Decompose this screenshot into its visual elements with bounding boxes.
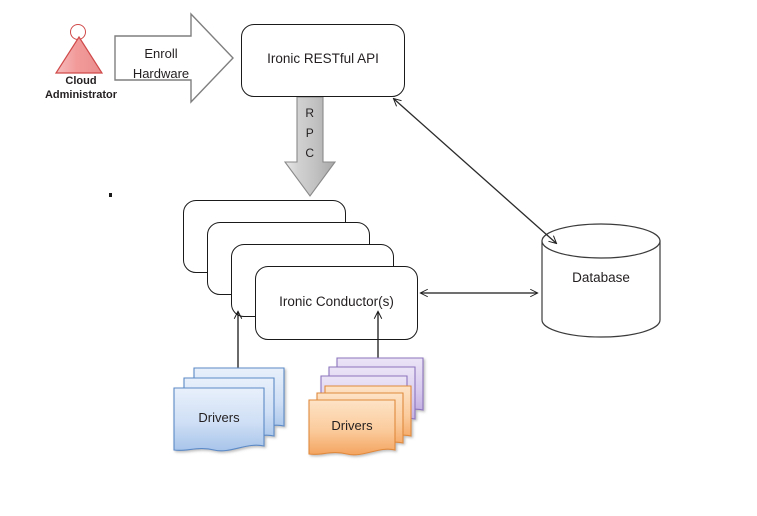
stray-dot-artifact	[109, 193, 112, 197]
connector-api-database[interactable]	[394, 99, 556, 243]
actor-body-icon	[54, 36, 104, 74]
block-arrow-down-icon	[283, 96, 337, 197]
database-label: Database	[572, 270, 630, 285]
block-arrow-right-icon	[114, 12, 234, 104]
node-drivers-orange[interactable]: Drivers	[307, 356, 425, 456]
database-cylinder-icon	[541, 223, 661, 338]
api-label: Ironic RESTful API	[267, 51, 379, 66]
node-database[interactable]: Database	[541, 223, 661, 338]
node-drivers-blue[interactable]: Drivers	[172, 364, 286, 456]
drivers-blue-label: Drivers	[198, 410, 240, 425]
conductor-front-card[interactable]: Ironic Conductor(s)	[255, 266, 418, 340]
node-ironic-conductors[interactable]: Ironic Conductor(s)	[183, 200, 418, 340]
document-stack-blue-icon	[173, 367, 285, 452]
document-stack-orange-icon	[308, 357, 424, 456]
drivers-orange-label: Drivers	[331, 418, 373, 433]
conductor-label: Ironic Conductor(s)	[279, 294, 394, 309]
